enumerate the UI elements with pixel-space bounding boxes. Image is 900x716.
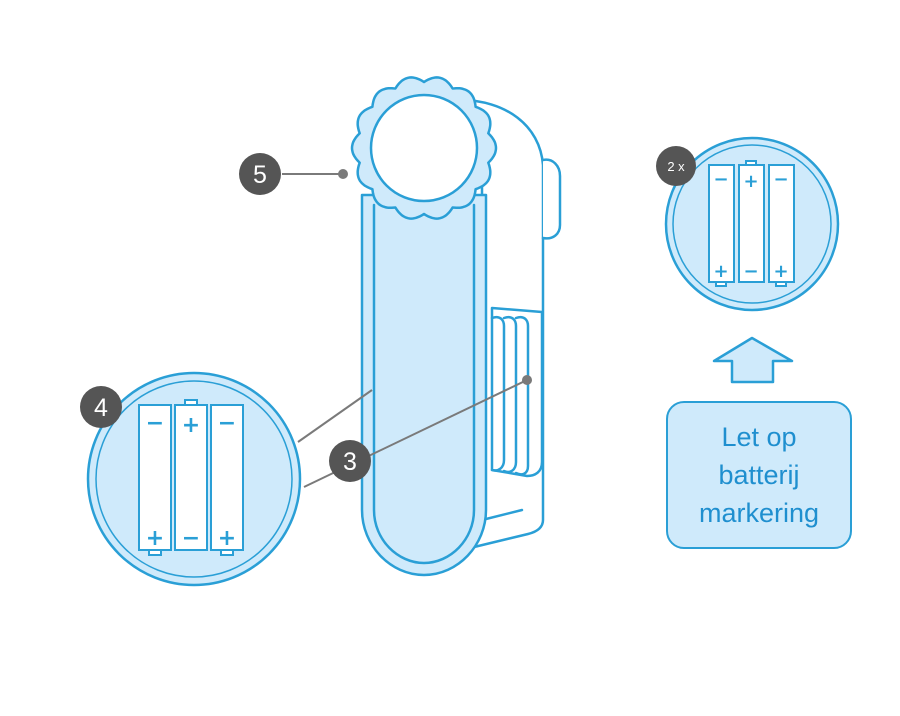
callout-5-label: 5 xyxy=(253,161,267,189)
battery-2x-mid-bottom-sign: − xyxy=(743,261,758,282)
battery-icon xyxy=(174,399,208,551)
callout-4-label: 4 xyxy=(94,394,108,422)
battery-compartment xyxy=(490,306,544,478)
quantity-badge: 2 x xyxy=(656,146,696,186)
battery-marking-note-text: Let op batterij markering xyxy=(698,422,820,528)
callout-3: 3 xyxy=(329,440,371,482)
callout-4: 4 xyxy=(80,386,122,428)
battery-icon xyxy=(768,164,795,287)
battery-2x-left-top-sign: − xyxy=(713,169,728,190)
battery-4-mid-bottom-sign: − xyxy=(182,526,200,551)
battery-4-left-bottom-sign: + xyxy=(146,526,164,551)
battery-icon xyxy=(708,164,735,287)
battery-4-left-top-sign: − xyxy=(146,411,164,436)
battery-marking-note: Let op batterij markering xyxy=(666,401,852,549)
battery-4-right-bottom-sign: + xyxy=(218,526,236,551)
leader-dot-3 xyxy=(522,375,532,385)
battery-2x-right-top-sign: − xyxy=(773,169,788,190)
battery-2x-mid-top-sign: + xyxy=(743,171,758,192)
battery-4-right-top-sign: − xyxy=(218,411,236,436)
battery-2x-right-bottom-sign: + xyxy=(773,261,788,282)
device-illustration xyxy=(350,76,562,577)
side-button xyxy=(541,158,562,240)
leader-dot-5 xyxy=(338,169,348,179)
battery-2x-left-bottom-sign: + xyxy=(713,261,728,282)
device-handle xyxy=(360,193,488,577)
gear-inner-disc xyxy=(369,93,479,203)
callout-3-label: 3 xyxy=(343,448,357,476)
battery-inset-4: − + + − − + xyxy=(86,371,302,587)
battery-icon xyxy=(210,404,244,556)
battery-icon xyxy=(138,404,172,556)
quantity-label: 2 x xyxy=(667,159,685,174)
callout-5: 5 xyxy=(239,153,281,195)
battery-icon xyxy=(738,160,765,283)
battery-4-mid-top-sign: + xyxy=(182,413,200,438)
battery-inset-spare: − + + − − + xyxy=(664,136,840,312)
up-arrow-icon xyxy=(712,336,794,384)
